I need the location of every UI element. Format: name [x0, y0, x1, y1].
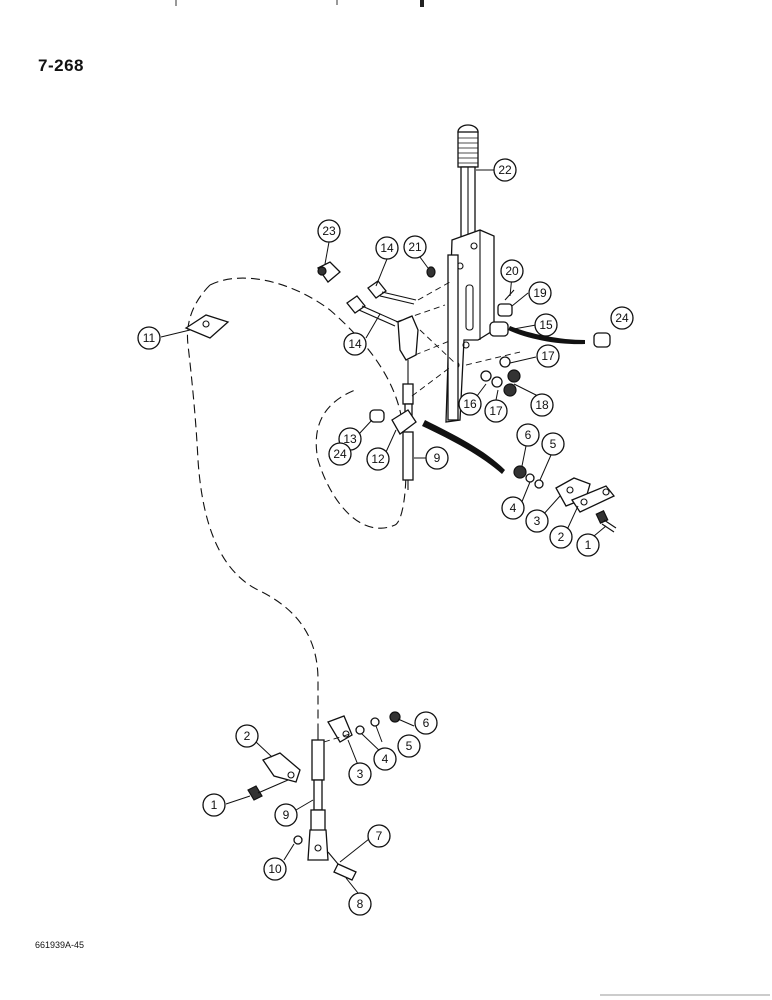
dashed-guides-upper — [395, 281, 457, 397]
svg-text:9: 9 — [283, 808, 290, 822]
svg-text:2: 2 — [558, 530, 565, 544]
callout-7: 7 — [367, 824, 391, 848]
callout-24-lower: 24 — [328, 442, 352, 466]
svg-text:10: 10 — [268, 862, 282, 876]
callout-21: 21 — [403, 235, 427, 259]
control-lever — [445, 124, 495, 423]
svg-text:6: 6 — [525, 428, 532, 442]
detail-pointer-lower — [422, 420, 505, 474]
svg-text:3: 3 — [357, 767, 364, 781]
callout-14-upper: 14 — [375, 236, 399, 260]
cable-route-line — [186, 284, 319, 730]
bushing-19 — [497, 303, 513, 317]
nut-21 — [426, 266, 436, 278]
callout-4-upper: 4 — [501, 496, 525, 520]
callout-14-lower: 14 — [343, 332, 367, 356]
callout-1-lower: 1 — [202, 793, 226, 817]
svg-text:16: 16 — [463, 397, 477, 411]
svg-text:18: 18 — [535, 398, 549, 412]
callout-9-lower: 9 — [274, 803, 298, 827]
svg-text:5: 5 — [550, 437, 557, 451]
svg-text:8: 8 — [357, 897, 364, 911]
bushing-24-detail — [593, 332, 611, 348]
detail-pointer-upper — [508, 326, 585, 345]
callout-22: 22 — [493, 158, 517, 182]
callout-23: 23 — [317, 219, 341, 243]
callout-4-lower: 4 — [373, 747, 397, 771]
svg-text:14: 14 — [348, 337, 362, 351]
callout-6-upper: 6 — [516, 423, 540, 447]
svg-text:22: 22 — [498, 163, 512, 177]
svg-text:21: 21 — [408, 240, 422, 254]
svg-text:5: 5 — [406, 739, 413, 753]
svg-text:12: 12 — [371, 452, 385, 466]
svg-text:9: 9 — [434, 451, 441, 465]
svg-text:24: 24 — [333, 447, 347, 461]
svg-text:13: 13 — [343, 432, 357, 446]
callout-5-upper: 5 — [541, 432, 565, 456]
callout-6-lower: 6 — [414, 711, 438, 735]
svg-text:15: 15 — [539, 318, 553, 332]
svg-text:17: 17 — [489, 404, 503, 418]
callout-19: 19 — [528, 281, 552, 305]
bolt-upper — [367, 280, 417, 305]
svg-text:3: 3 — [534, 514, 541, 528]
callout-9-upper: 9 — [425, 446, 449, 470]
switch-part — [317, 261, 341, 283]
callout-11: 11 — [137, 326, 161, 350]
callout-8: 8 — [348, 892, 372, 916]
leader-lines — [160, 169, 607, 894]
callout-18: 18 — [530, 393, 554, 417]
svg-text:2: 2 — [244, 729, 251, 743]
svg-text:4: 4 — [510, 501, 517, 515]
plate-11 — [184, 314, 230, 339]
svg-text:1: 1 — [211, 798, 218, 812]
lower-cable-assembly — [307, 730, 329, 861]
callout-16: 16 — [458, 392, 482, 416]
bolt-lower — [346, 295, 399, 327]
page-number: 7-268 — [38, 56, 84, 75]
callout-1-upper: 1 — [576, 533, 600, 557]
scan-marks — [175, 0, 770, 996]
lower-detail-hardware — [247, 711, 401, 881]
cable-loop-line — [209, 277, 407, 529]
callout-17-upper: 17 — [536, 344, 560, 368]
svg-text:7: 7 — [376, 829, 383, 843]
hardware-stack — [465, 351, 521, 397]
figure-code: 661939A-45 — [35, 940, 85, 950]
callout-2-lower: 2 — [235, 724, 259, 748]
callout-3-upper: 3 — [525, 509, 549, 533]
callout-2-upper: 2 — [549, 525, 573, 549]
svg-text:17: 17 — [541, 349, 555, 363]
callout-15: 15 — [534, 313, 558, 337]
callouts: 22 23 14 21 20 19 15 24 11 14 17 16 17 1… — [137, 158, 634, 916]
pin-20 — [504, 289, 515, 301]
svg-text:19: 19 — [533, 286, 547, 300]
callout-24-upper: 24 — [610, 306, 634, 330]
svg-text:14: 14 — [380, 241, 394, 255]
svg-text:23: 23 — [322, 224, 336, 238]
svg-text:4: 4 — [382, 752, 389, 766]
svg-text:1: 1 — [585, 538, 592, 552]
bushing-15 — [489, 321, 509, 337]
callout-17-lower: 17 — [484, 399, 508, 423]
callout-3-lower: 3 — [348, 762, 372, 786]
upper-cable-assembly — [369, 315, 419, 490]
svg-text:11: 11 — [143, 331, 156, 345]
callout-5-lower: 5 — [397, 734, 421, 758]
svg-text:24: 24 — [615, 311, 629, 325]
callout-10: 10 — [263, 857, 287, 881]
svg-text:6: 6 — [423, 716, 430, 730]
callout-12: 12 — [366, 447, 390, 471]
callout-20: 20 — [500, 259, 524, 283]
svg-text:20: 20 — [505, 264, 519, 278]
